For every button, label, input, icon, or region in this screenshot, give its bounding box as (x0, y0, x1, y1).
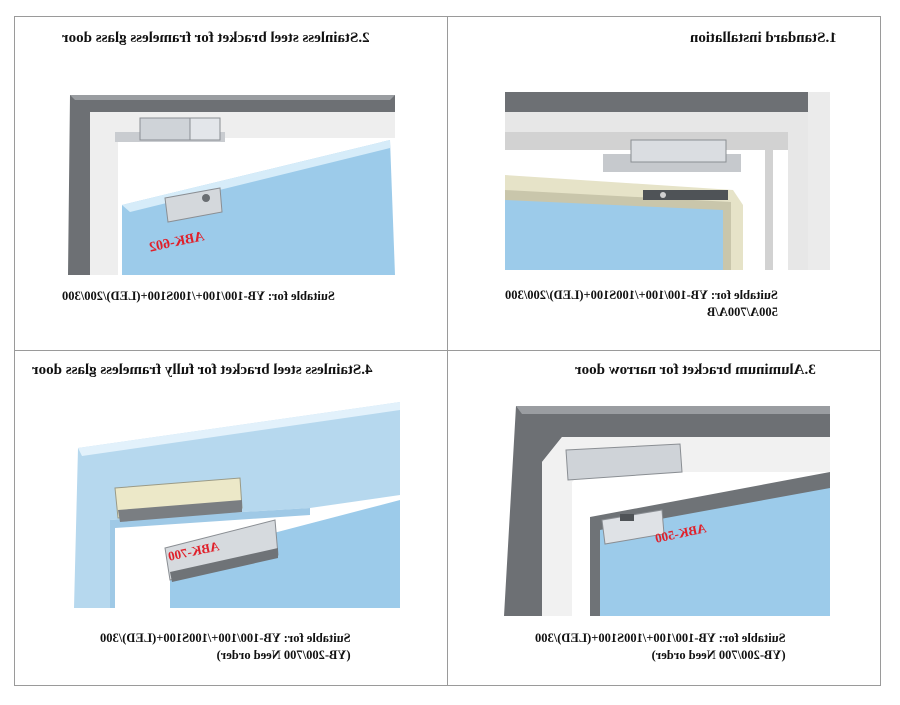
panel-2-suitable: Suitable for: YB-100/100+/100S100+(LED)/… (62, 288, 335, 305)
panel-2-title: 2.Stainless steel bracket for frameless … (62, 30, 370, 46)
panel-2-suitable-line-1: Suitable for: YB-100/100+/100S100+(LED)/… (62, 289, 335, 303)
panel-1-suitable: Suitable for: YB-100/100+/100S100+(LED)/… (505, 287, 778, 321)
panel-3-title: 3.Aluminum bracket for narrow door (575, 362, 816, 378)
panel-1-title: 1.Standard installation (690, 30, 837, 46)
panel-3-suitable: Suitable for: YB-100/100+/100S100+(LED)/… (535, 630, 786, 664)
panel-1-suitable-line-2: 500A/700A/B (706, 305, 778, 319)
panel-1-suitable-line-1: Suitable for: YB-100/100+/100S100+(LED)/… (505, 288, 778, 302)
panel-4-suitable-line-1: Suitable for: YB-100/100+/100S100+(LED)/… (100, 631, 351, 645)
panel-1-illustration (505, 92, 830, 270)
horizontal-divider (14, 350, 881, 351)
panel-4-suitable: Suitable for: YB-100/100+/100S100+(LED)/… (100, 630, 351, 664)
panel-3-suitable-line-1: Suitable for: YB-100/100+/100S100+(LED)/… (535, 631, 786, 645)
panel-4-title: 4.Stainless steel bracket for fully fram… (32, 362, 373, 378)
panel-3-suitable-line-2: (YB-200/700 Need order) (651, 648, 786, 662)
panel-3-illustration: ABK-500 (504, 406, 830, 616)
vertical-divider (447, 16, 448, 686)
panel-2-illustration: ABK-602 (68, 95, 395, 275)
panel-4-illustration: ABK-700 (74, 402, 400, 608)
panel-4-suitable-line-2: (YB-200/700 Need order) (216, 648, 351, 662)
